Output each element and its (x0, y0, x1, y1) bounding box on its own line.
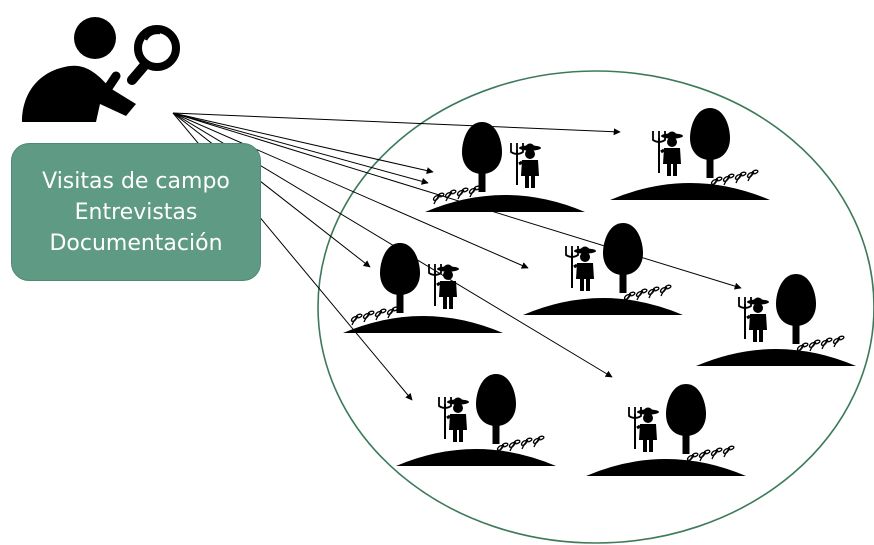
arrow (172, 112, 529, 269)
farm-icon (586, 384, 746, 476)
method-documentation: Documentación (49, 230, 223, 256)
method-field-visits: Visitas de campo (42, 168, 230, 194)
arrow (172, 112, 742, 290)
farm-icon (523, 223, 683, 315)
farm-icon (396, 374, 556, 466)
arrow (172, 112, 371, 268)
study-area-ellipse (317, 70, 874, 544)
person-with-magnifying-glass-icon (22, 17, 180, 122)
farm-icon (696, 274, 856, 366)
method-interviews: Entrevistas (74, 199, 198, 225)
farm-icon (610, 108, 770, 200)
farm-icon (343, 243, 503, 333)
arrow (172, 112, 621, 136)
arrow (172, 112, 434, 175)
arrow (172, 112, 429, 185)
methods-box: Visitas de campo Entrevistas Documentaci… (11, 143, 261, 281)
connection-arrows (172, 112, 742, 401)
